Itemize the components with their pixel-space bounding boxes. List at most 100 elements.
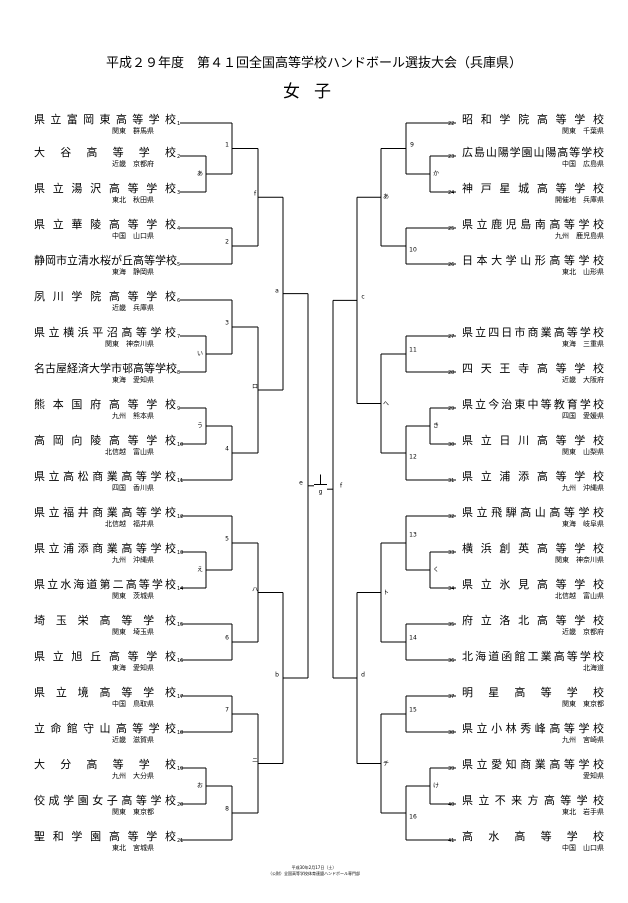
team-name: 県立飛騨高山高等学校 <box>462 506 604 519</box>
team-region: 中国 鳥取県 <box>34 700 154 709</box>
team-name: 日本大学山形高等学校 <box>462 254 604 267</box>
team-region: 関東 埼玉県 <box>34 628 154 637</box>
match-label: ト <box>382 589 390 596</box>
team-block: 東北 <box>562 808 576 816</box>
team-block: 関東 <box>112 808 126 816</box>
match-label: ロ <box>251 383 259 391</box>
match-label: e <box>299 479 303 487</box>
team-block: 東海 <box>112 664 126 672</box>
team-region: 東海 静岡県 <box>34 268 154 277</box>
team-number: 25 <box>448 226 455 232</box>
team-name: 静岡市立清水桜が丘高等学校 <box>34 254 177 267</box>
match-label: チ <box>382 760 390 767</box>
team-region: 東北 山形県 <box>462 268 604 277</box>
match-label: 14 <box>409 634 417 642</box>
team-block: 近畿 <box>112 160 126 168</box>
team-prefecture: 宮崎県 <box>583 736 604 744</box>
match-label: ハ <box>251 586 259 593</box>
match-label: ニ <box>251 757 259 764</box>
match-label: 2 <box>225 238 229 246</box>
team-name: 広島山陽学園山陽高等学校 <box>462 146 604 159</box>
team-region: 中国 広島県 <box>462 160 604 169</box>
team-block: 関東 <box>112 628 126 636</box>
team-prefecture: 鳥取県 <box>133 700 154 708</box>
team-name: 県立鹿児島南高等学校 <box>462 218 604 231</box>
team-region: 九州 沖縄県 <box>462 484 604 493</box>
team-region: 関東 茨城県 <box>34 592 154 601</box>
team-region: 関東 神奈川県 <box>34 340 154 349</box>
team-region: 愛知県 <box>462 772 604 781</box>
team-number: 16 <box>177 658 184 664</box>
team-name: 大分高等学校 <box>34 758 176 771</box>
division-title: 女子 <box>283 82 345 102</box>
team-block: 関東 <box>555 556 569 564</box>
team-block: 近畿 <box>562 628 576 636</box>
team-number: 9 <box>177 406 181 412</box>
team-number: 37 <box>448 694 455 700</box>
team-region: 近畿 滋賀県 <box>34 736 154 745</box>
team-prefecture: 滋賀県 <box>133 736 154 744</box>
team-block: 近畿 <box>562 376 576 384</box>
team-block: 九州 <box>112 772 126 780</box>
team-number: 7 <box>177 334 181 340</box>
match-label: き <box>432 422 440 430</box>
team-prefecture: 福井県 <box>133 520 154 528</box>
team-number: 28 <box>448 370 455 376</box>
team-name: 県立高松商業高等学校 <box>34 470 176 483</box>
team-block: 関東 <box>112 127 126 135</box>
team-name: 県立旭丘高等学校 <box>34 650 176 663</box>
match-label: い <box>196 350 204 358</box>
team-entry: 明星高等学校関東 東京都 37 <box>448 686 604 709</box>
team-region: 四国 愛媛県 <box>462 412 604 421</box>
team-block: 東海 <box>562 520 576 528</box>
team-name: 横浜創英高等学校 <box>462 542 604 555</box>
team-block: 関東 <box>562 448 576 456</box>
team-name: 大谷高等学校 <box>34 146 176 159</box>
team-number: 23 <box>448 154 455 160</box>
team-number: 20 <box>177 802 184 808</box>
team-name: 名古屋経済大学市邨高等学校 <box>34 362 177 375</box>
team-name: 県立不来方高等学校 <box>462 794 604 807</box>
match-label: d <box>361 671 365 679</box>
team-name: 明星高等学校 <box>462 686 604 699</box>
team-prefecture: 鹿児島県 <box>576 232 604 240</box>
team-number: 22 <box>448 121 455 127</box>
team-number: 1 <box>177 121 181 127</box>
team-number: 29 <box>448 406 455 412</box>
team-name: 県立湯沢高等学校 <box>34 182 176 195</box>
team-region: 関東 千葉県 <box>462 127 604 136</box>
team-number: 24 <box>448 190 455 196</box>
team-number: 6 <box>177 298 181 304</box>
team-prefecture: 山口県 <box>133 232 154 240</box>
team-name: 昭和学院高等学校 <box>462 113 604 126</box>
team-number: 34 <box>448 586 455 592</box>
team-region: 東北 岩手県 <box>462 808 604 817</box>
match-label: 8 <box>225 805 229 813</box>
match-label: 1 <box>225 141 229 148</box>
team-prefecture: 山梨県 <box>583 448 604 456</box>
team-number: 33 <box>448 550 455 556</box>
team-name: 県立氷見高等学校 <box>462 578 604 591</box>
team-region: 関東 東京都 <box>462 700 604 709</box>
team-number: 32 <box>448 514 455 520</box>
team-region: 東北 秋田県 <box>34 196 154 205</box>
team-region: 四国 香川県 <box>34 484 154 493</box>
team-prefecture: 秋田県 <box>133 196 154 204</box>
team-block: 北信越 <box>105 520 126 528</box>
team-name: 聖和学園高等学校 <box>34 830 176 843</box>
team-region: 九州 沖縄県 <box>34 556 154 565</box>
match-label: 5 <box>225 535 229 543</box>
team-name: 北海道函館工業高等学校 <box>462 650 604 663</box>
team-number: 4 <box>177 226 181 232</box>
team-number: 13 <box>177 550 184 556</box>
team-number: 21 <box>177 838 184 844</box>
team-number: 27 <box>448 334 455 340</box>
